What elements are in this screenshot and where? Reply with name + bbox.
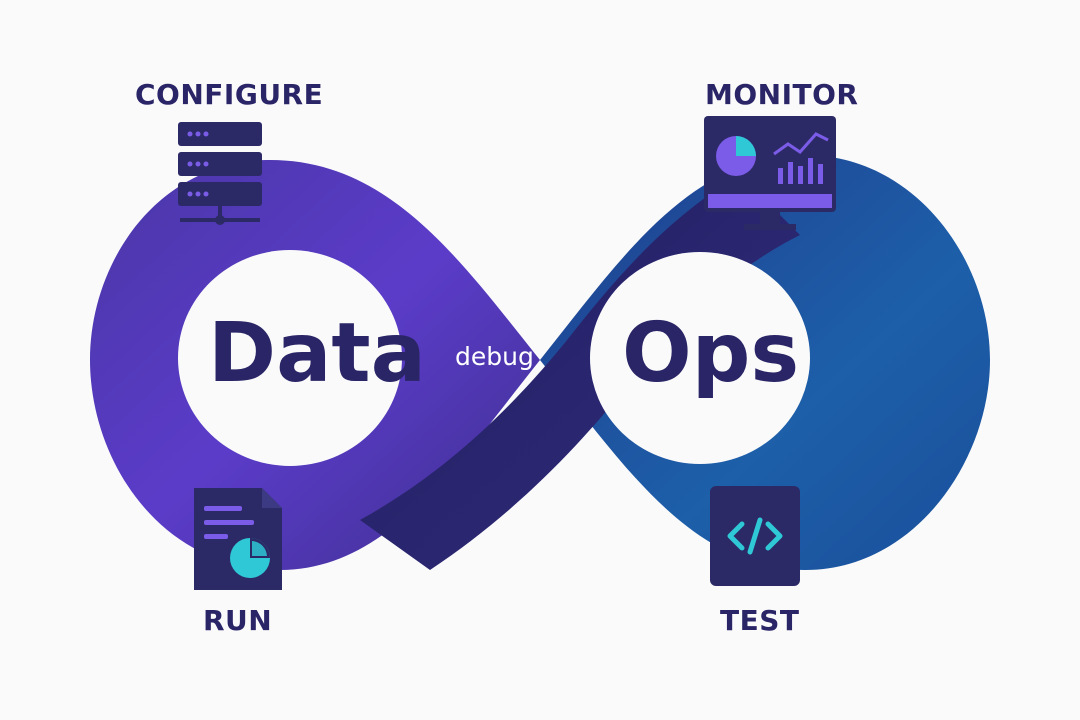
data-word: Data (208, 306, 426, 401)
code-tag-icon (710, 486, 800, 586)
debug-label: debug (455, 342, 534, 371)
configure-label: CONFIGURE (135, 78, 324, 111)
ops-word: Ops (622, 306, 800, 401)
loop-left-hole (178, 250, 402, 466)
monitor-label: MONITOR (705, 78, 859, 111)
server-rack-icon (178, 122, 262, 225)
run-label: RUN (203, 604, 273, 637)
report-document-icon (194, 488, 282, 590)
loop-right-hole (590, 252, 810, 464)
test-label: TEST (720, 604, 800, 637)
dashboard-monitor-icon (704, 116, 836, 230)
